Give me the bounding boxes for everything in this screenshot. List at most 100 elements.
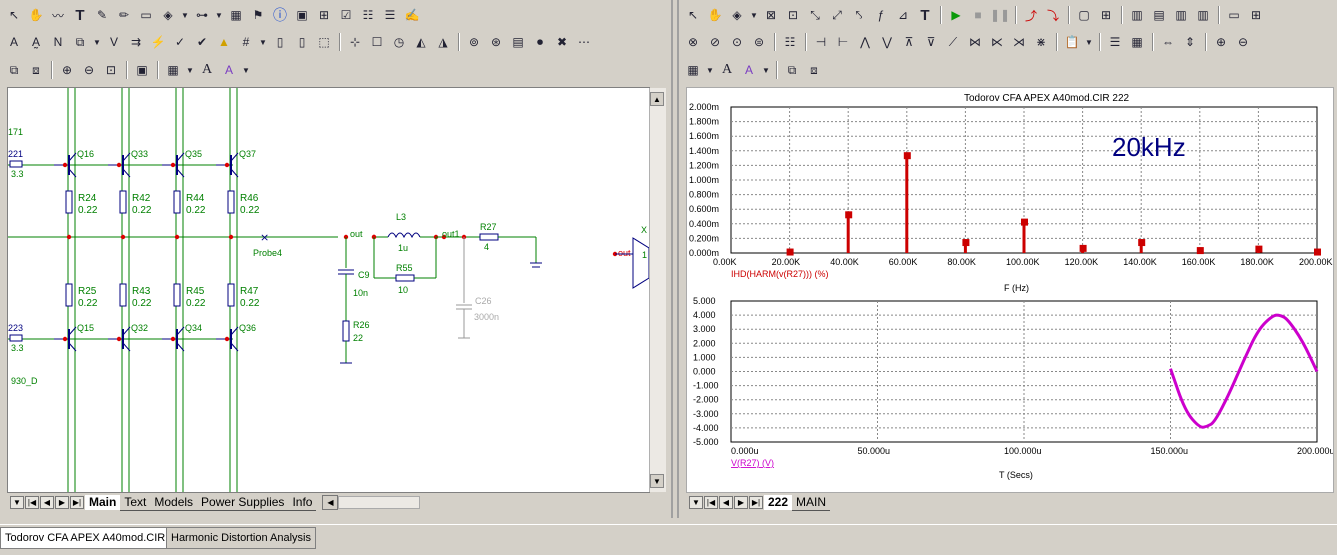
cursor-high-icon[interactable]: ⊼ [904, 35, 914, 49]
zoom-in-icon[interactable]: ⊕ [61, 63, 73, 77]
list-icon[interactable]: ☰ [384, 8, 396, 22]
dropdown-arrow-icon[interactable]: ▼ [762, 65, 770, 75]
frame-icon[interactable]: ▢ [1078, 8, 1090, 22]
valley-icon[interactable]: ⤵ [1046, 8, 1059, 23]
camera-icon[interactable]: ▣ [136, 63, 148, 77]
cursor-mode-2-icon[interactable]: ⊢ [837, 35, 849, 49]
mirror-h-icon[interactable]: ◭ [416, 35, 426, 49]
text-color-icon[interactable]: A [224, 63, 233, 77]
cursor-next-icon[interactable]: ⋉ [991, 35, 1003, 49]
grid-text-icon[interactable]: A̰ [31, 35, 40, 49]
stop-icon[interactable]: ⏺ [536, 34, 543, 49]
tab-last-icon[interactable]: ▶| [749, 496, 763, 509]
copy-icon[interactable]: ⧉ [75, 34, 85, 49]
dropdown-arrow-icon[interactable]: ▼ [706, 65, 714, 75]
node-icon[interactable]: ⊶ [196, 8, 208, 22]
minimize-plot-icon[interactable]: ▭ [1228, 8, 1240, 22]
scroll-down-icon[interactable]: ▼ [650, 474, 664, 488]
cursor-global-icon[interactable]: ⋈ [969, 35, 981, 49]
run-icon[interactable]: ▶ [951, 8, 961, 22]
label-icon[interactable]: ⊿ [897, 8, 909, 22]
window-tab-circuit[interactable]: Todorov CFA APEX A40mod.CIR [0, 527, 171, 549]
grid-snap-icon[interactable]: ⊞ [318, 8, 330, 22]
info-icon[interactable]: ⓘ [273, 7, 287, 23]
flip-icon[interactable]: ⚡ [150, 35, 166, 49]
formula-icon[interactable]: ƒ [877, 8, 885, 22]
stop-icon[interactable]: ■ [974, 8, 982, 22]
clock-icon[interactable]: ◷ [393, 35, 405, 49]
rotate-icon[interactable]: ⇉ [130, 35, 142, 49]
analysis-tab-1[interactable]: MAIN [792, 495, 831, 511]
cursor-icon[interactable]: ⊡ [787, 8, 799, 22]
schematic-tab-4[interactable]: Info [288, 495, 317, 511]
cursor-slope-icon[interactable]: ⟋ [948, 34, 958, 49]
tab-dropdown-icon[interactable]: ▼ [689, 496, 703, 509]
checkbox-icon[interactable]: ☑ [340, 8, 352, 22]
grid-layout-icon[interactable]: ▦ [687, 63, 699, 77]
pause-icon[interactable]: ❚❚ [989, 8, 1011, 22]
mirror-v-icon[interactable]: ◮ [438, 35, 448, 49]
dropdown-arrow-icon[interactable]: ▼ [1085, 37, 1093, 47]
dropdown-arrow-icon[interactable]: ▼ [186, 65, 194, 75]
text-tool-icon[interactable]: T [75, 6, 85, 24]
properties-icon[interactable]: ☷ [362, 8, 374, 22]
hscroll-left-icon[interactable]: ◀ [322, 495, 339, 510]
tile-icon[interactable]: ⊞ [1250, 8, 1262, 22]
warning-icon[interactable]: ▲ [218, 35, 230, 49]
list-icon[interactable]: ☰ [1109, 35, 1121, 49]
clipboard-icon[interactable]: 📋 [1064, 35, 1080, 49]
expand-v-icon[interactable]: ⇕ [1184, 35, 1196, 49]
zoom-x-icon[interactable]: ⊗ [687, 35, 699, 49]
document-icon[interactable]: ▤ [512, 35, 524, 49]
cursor-mode-1-icon[interactable]: ⊣ [815, 35, 827, 49]
wire-icon[interactable]: 〰 [51, 8, 64, 23]
copy-format-icon[interactable]: ⧉ [787, 62, 797, 77]
tab-prev-icon[interactable]: ◀ [719, 496, 733, 509]
mirror-icon[interactable]: ✓ [174, 35, 186, 49]
schematic-tab-2[interactable]: Models [150, 495, 198, 511]
box-select-icon[interactable]: ⬚ [318, 35, 330, 49]
binoculars-icon[interactable]: ⊚ [468, 35, 480, 49]
table-icon[interactable]: ▦ [230, 8, 242, 22]
paste-format-icon[interactable]: ⧈ [810, 62, 818, 77]
dropdown-arrow-icon[interactable]: ▼ [259, 37, 267, 47]
zoom-y-icon[interactable]: ⊘ [709, 35, 721, 49]
select-arrow-icon[interactable]: ↖ [687, 8, 699, 22]
scroll-up-icon[interactable]: ▲ [650, 92, 664, 106]
square-icon[interactable]: ☐ [371, 35, 383, 49]
numeric-output-icon[interactable]: ▦ [1131, 35, 1143, 49]
layout-3-icon[interactable]: ▥ [1175, 8, 1187, 22]
grid-layout-icon[interactable]: ▦ [167, 63, 179, 77]
schematic-tab-0[interactable]: Main [85, 494, 121, 510]
cursor-prev-icon[interactable]: ⋊ [1013, 35, 1025, 49]
layout-1-icon[interactable]: ▥ [1131, 8, 1143, 22]
pan-hand-icon[interactable]: ✋ [707, 8, 723, 22]
edit-icon[interactable]: ✍ [404, 8, 420, 22]
tab-first-icon[interactable]: |◀ [704, 496, 718, 509]
tab-prev-icon[interactable]: ◀ [40, 496, 54, 509]
horizontal-scrollbar[interactable] [338, 496, 421, 509]
page-icon[interactable]: ▯ [276, 35, 284, 49]
properties-icon[interactable]: ☷ [784, 35, 796, 49]
layout-2-icon[interactable]: ▤ [1153, 8, 1165, 22]
more-icon[interactable]: ⋯ [578, 35, 590, 49]
zoom-in-icon[interactable]: ⊕ [1215, 35, 1227, 49]
cursor-all-icon[interactable]: ⋇ [1035, 35, 1047, 49]
zoom-fit-icon[interactable]: ⊡ [105, 63, 117, 77]
peak-icon[interactable]: ⤴ [1024, 8, 1037, 23]
close-icon[interactable]: ✖ [556, 35, 568, 49]
tab-first-icon[interactable]: |◀ [25, 496, 39, 509]
display-icon[interactable]: ▣ [296, 8, 308, 22]
font-icon[interactable]: A [201, 62, 213, 77]
pencil-icon[interactable]: ✏ [118, 8, 130, 22]
copy-format-icon[interactable]: ⧉ [9, 62, 19, 77]
zoom-reset-icon[interactable]: ⊜ [753, 35, 765, 49]
cursor-valley-icon[interactable]: ⋁ [882, 35, 892, 49]
zoom-out-icon[interactable]: ⊖ [83, 63, 95, 77]
dropdown-arrow-icon[interactable]: ▼ [750, 10, 758, 20]
pan-hand-icon[interactable]: ✋ [28, 8, 44, 22]
zoom-box-icon[interactable]: ⊙ [731, 35, 743, 49]
attribute-icon[interactable]: A [9, 35, 18, 49]
dropdown-arrow-icon[interactable]: ▼ [93, 37, 101, 47]
